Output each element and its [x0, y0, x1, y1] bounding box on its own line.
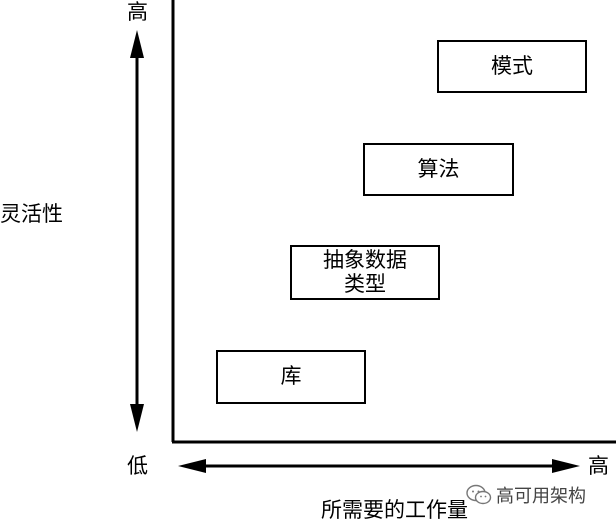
box-pattern-label: 模式	[491, 53, 533, 78]
box-abstract-data-type: 抽象数据 类型	[290, 245, 440, 300]
box-library-label: 库	[280, 364, 302, 389]
wechat-icon	[466, 484, 492, 505]
vertical-double-arrow	[130, 30, 144, 432]
watermark-text: 高可用架构	[496, 486, 586, 507]
box-algorithm: 算法	[363, 143, 514, 196]
x-axis-high-label: 高	[588, 454, 609, 478]
box-pattern: 模式	[437, 40, 587, 93]
y-axis-high-label: 高	[127, 0, 148, 24]
horizontal-double-arrow	[178, 459, 580, 473]
box-algorithm-label: 算法	[417, 156, 460, 181]
watermark: 高可用架构	[466, 482, 586, 508]
box-abstract-data-type-label: 抽象数据 类型	[323, 248, 407, 296]
x-axis-title: 所需要的工作量	[321, 498, 468, 522]
y-axis-low-label: 低	[127, 454, 148, 478]
box-library: 库	[216, 350, 366, 404]
y-axis-title: 灵活性	[0, 202, 63, 226]
